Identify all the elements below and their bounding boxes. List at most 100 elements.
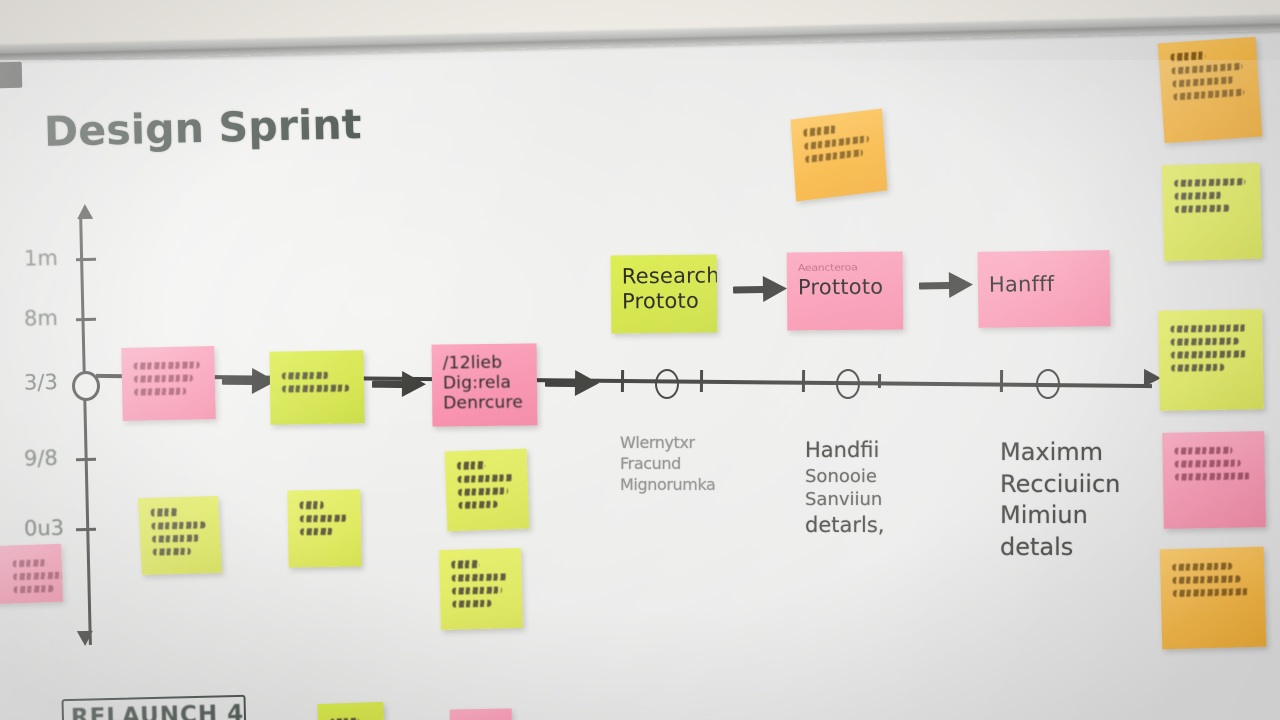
- annotation-line: detarls,: [805, 513, 885, 538]
- annotation-line: Wlernytxr: [620, 433, 695, 452]
- handwriting-stroke: [281, 371, 329, 380]
- handwriting-stroke: [1172, 575, 1241, 585]
- handwriting-stroke: [12, 559, 48, 568]
- handwriting-stroke: [299, 514, 348, 523]
- vertical-axis-label-0: 1m: [23, 245, 59, 271]
- annotation-line: Sanviiun: [805, 489, 883, 511]
- handwriting-stroke: [151, 534, 201, 543]
- handwriting-stroke: [152, 547, 191, 556]
- vertical-axis-label-4: 0u3: [23, 515, 65, 541]
- flow-note-line-1: Research: [621, 263, 718, 289]
- timeline-tick-mark: [801, 369, 806, 393]
- handwriting-stroke: [1170, 51, 1207, 62]
- axis-arrow-down-icon: [76, 630, 94, 647]
- handwriting-stroke: [451, 560, 480, 569]
- annotation-line: Sonooie: [805, 465, 877, 487]
- handwriting-stroke: [150, 508, 179, 517]
- flow-note-faint-overline: Aeancteroa: [797, 261, 858, 274]
- handwriting-stroke: [803, 125, 837, 138]
- timeline-arrow-2-icon: [371, 371, 428, 398]
- sticky-note-left-green-1[interactable]: [137, 496, 223, 575]
- sticky-note-right-green-2[interactable]: [1158, 309, 1264, 411]
- timeline-note-3-line-3: Denrcure: [443, 392, 524, 414]
- sticky-note-bottom-pink[interactable]: [449, 708, 513, 720]
- annotation-block-2: Handfii Sonooie Sanviiun detarls,: [805, 437, 884, 540]
- flow-arrow-2-icon: [918, 271, 975, 299]
- bottom-box-label-text: RELAUNCH 44/52: [70, 699, 247, 720]
- annotation-line: Mimiun: [1000, 501, 1088, 530]
- vertical-axis-label-3: 9/8: [23, 445, 59, 471]
- frame-corner-bracket-icon: [0, 61, 23, 89]
- handwriting-stroke: [1172, 588, 1250, 598]
- timeline-note-3[interactable]: /12lieb Dig:rela Denrcure: [431, 343, 538, 427]
- timeline-note-1[interactable]: [121, 346, 216, 421]
- flow-note-prottoto[interactable]: Aeancteroa Prottoto: [786, 251, 904, 331]
- flow-note-hanfff[interactable]: Hanfff: [977, 250, 1111, 328]
- handwriting-stroke: [805, 149, 864, 164]
- annotation-line: Fracund: [620, 454, 681, 474]
- handwriting-stroke: [281, 384, 350, 393]
- sticky-note-mid-green-2[interactable]: [438, 547, 524, 631]
- sticky-note-left-edge-pink[interactable]: [0, 543, 63, 605]
- handwriting-stroke: [457, 461, 486, 471]
- sticky-note-bottom-green[interactable]: [317, 701, 385, 720]
- handwriting-stroke: [1174, 459, 1242, 468]
- sticky-note-right-orange-1[interactable]: [1157, 36, 1263, 144]
- handwriting-stroke: [451, 586, 503, 595]
- sticky-note-left-green-2[interactable]: [287, 489, 362, 568]
- handwriting-stroke: [133, 374, 193, 383]
- handwriting-stroke: [457, 474, 514, 484]
- handwriting-stroke: [1172, 562, 1233, 572]
- annotation-line: Handfii: [805, 438, 880, 462]
- annotation-line: Recciuiicn: [1000, 469, 1121, 498]
- timeline-note-2[interactable]: [269, 350, 365, 425]
- timeline-tick-mark: [877, 373, 882, 389]
- annotation-line: Mignorumka: [620, 475, 716, 495]
- flow-note-research-prototo[interactable]: Research Prototo: [610, 254, 718, 334]
- handwriting-stroke: [151, 521, 206, 530]
- handwriting-stroke: [1174, 446, 1233, 455]
- annotation-block-1: Wlernytxr Fracund Mignorumka: [620, 432, 716, 495]
- timeline-tick-mark: [999, 369, 1004, 393]
- flow-arrow-1-icon: [732, 275, 789, 303]
- handwriting-stroke: [13, 584, 54, 594]
- sticky-note-right-orange-2[interactable]: [1159, 546, 1267, 650]
- handwriting-stroke: [1173, 88, 1245, 101]
- sticky-note-top-orange[interactable]: [790, 108, 888, 202]
- handwriting-stroke: [299, 501, 324, 510]
- flow-note-line-2: Prototo: [621, 288, 700, 314]
- annotation-line: Maximm: [1000, 438, 1104, 466]
- handwriting-stroke: [1174, 178, 1246, 187]
- bottom-box-label: RELAUNCH 44/52: [61, 694, 247, 720]
- timeline-note-3-line-2: Dig:rela: [442, 372, 512, 394]
- handwriting-stroke: [1171, 62, 1243, 75]
- sticky-note-right-green-1[interactable]: [1161, 162, 1263, 262]
- vertical-axis-label-1: 8m: [23, 305, 59, 331]
- handwriting-stroke: [457, 487, 509, 497]
- page-title: Design Sprint: [43, 100, 363, 156]
- handwriting-stroke: [299, 527, 334, 536]
- handwriting-stroke: [458, 500, 498, 510]
- handwriting-stroke: [451, 573, 508, 582]
- handwriting-stroke: [12, 571, 63, 581]
- handwriting-stroke: [1174, 472, 1250, 481]
- handwriting-stroke: [1170, 350, 1248, 359]
- annotation-block-3: Maximm Recciuiicn Mimiun detals: [1000, 437, 1120, 564]
- timeline-note-3-line-1: /12lieb: [442, 352, 503, 374]
- handwriting-stroke: [1171, 363, 1225, 372]
- handwriting-stroke: [133, 361, 200, 370]
- vertical-axis-label-2: 3/3: [23, 369, 59, 395]
- timeline-arrow-3-icon: [544, 370, 601, 397]
- sticky-note-right-pink-1[interactable]: [1162, 431, 1266, 529]
- handwriting-stroke: [134, 387, 187, 396]
- handwriting-stroke: [452, 599, 492, 608]
- flow-note-line-1: Prottoto: [797, 274, 884, 300]
- sticky-note-mid-green-1[interactable]: [444, 448, 530, 532]
- handwriting-stroke: [804, 135, 870, 151]
- handwriting-stroke: [1174, 191, 1224, 200]
- timeline-tick-mark: [699, 369, 704, 393]
- handwriting-stroke: [1172, 76, 1236, 88]
- handwriting-stroke: [1170, 337, 1239, 346]
- annotation-line: detals: [1000, 533, 1074, 562]
